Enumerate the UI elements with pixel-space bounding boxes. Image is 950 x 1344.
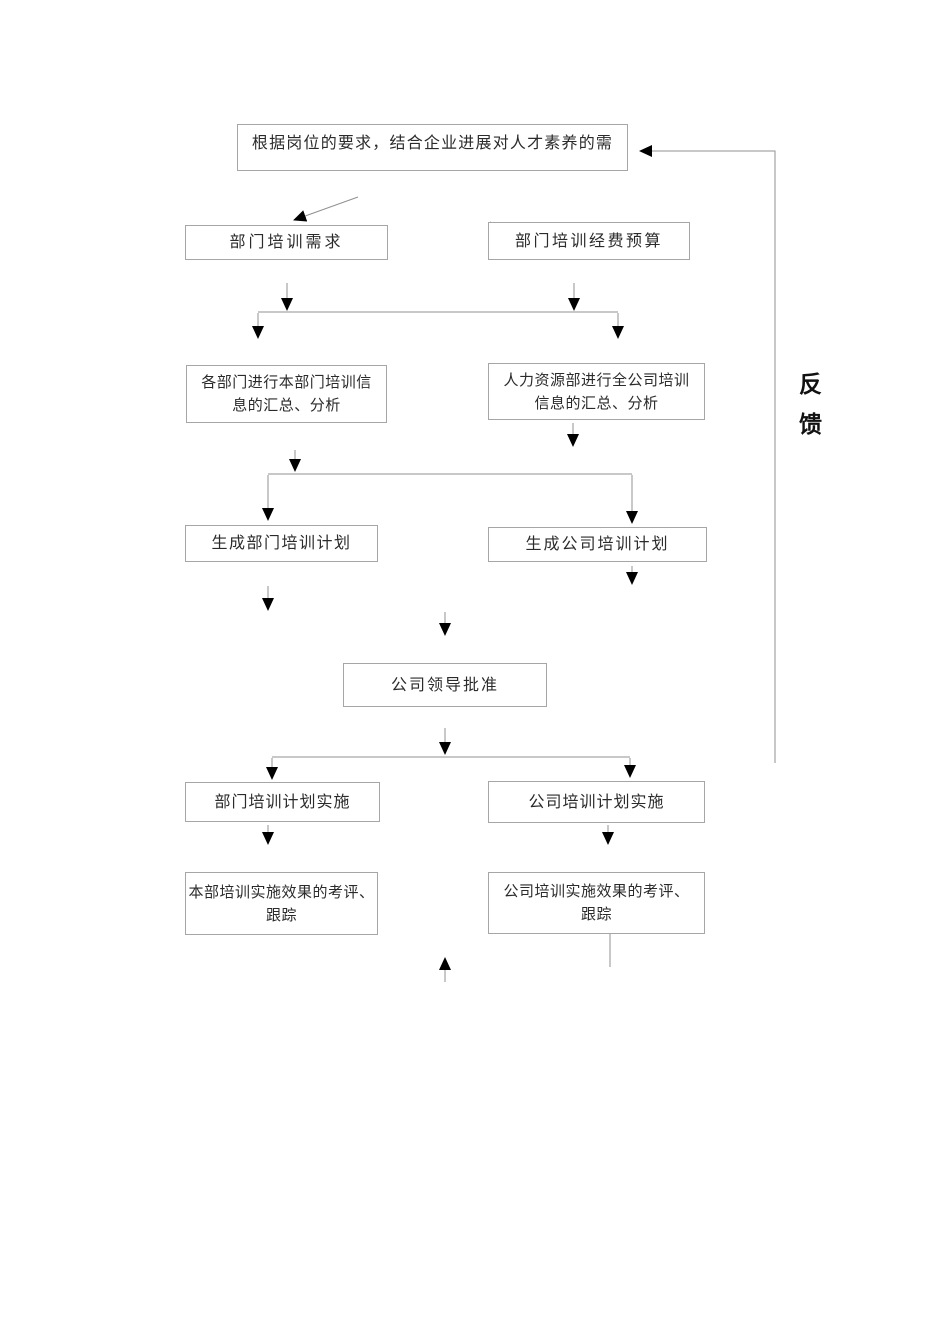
node-company-training-plan: 生成公司培训计划 <box>488 527 707 562</box>
node-hr-info-analysis: 人力资源部进行全公司培训信息的汇总、分析 <box>488 363 705 420</box>
connector-requirement-to-dept-needs <box>293 196 359 222</box>
node-company-evaluation-tracking: 公司培训实施效果的考评、跟踪 <box>488 872 705 934</box>
node-dept-training-plan: 生成部门培训计划 <box>185 525 378 562</box>
node-dept-evaluation-tracking: 本部培训实施效果的考评、跟踪 <box>185 872 378 935</box>
node-dept-info-analysis: 各部门进行本部门培训信息的汇总、分析 <box>186 365 387 423</box>
node-dept-training-budget: 部门培训经费预算 <box>488 222 690 260</box>
node-requirement: 根据岗位的要求，结合企业进展对人才素养的需 <box>237 124 628 171</box>
node-leader-approval: 公司领导批准 <box>343 663 547 707</box>
node-company-plan-implementation: 公司培训计划实施 <box>488 781 705 823</box>
node-dept-plan-implementation: 部门培训计划实施 <box>185 782 380 822</box>
feedback-label: 反馈 <box>799 371 822 437</box>
node-dept-training-needs: 部门培训需求 <box>185 225 388 260</box>
